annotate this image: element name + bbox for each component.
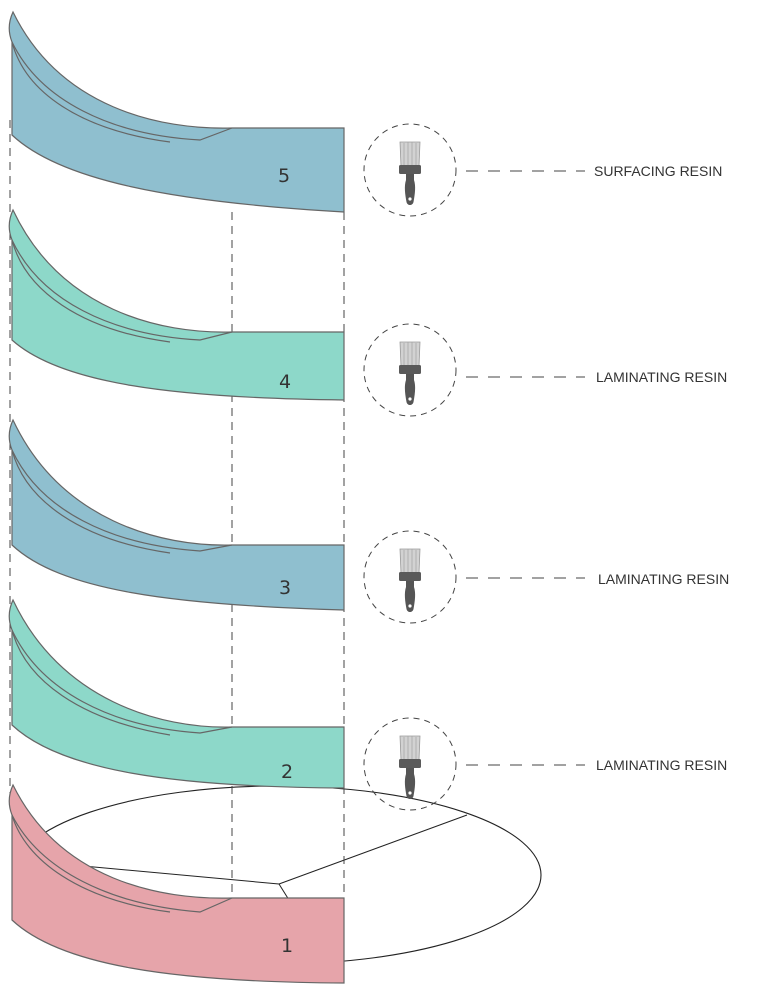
paintbrush-icon: [398, 735, 422, 800]
paintbrush-icon: [398, 341, 422, 406]
layer-2: 2: [8, 598, 345, 789]
callout-label: LAMINATING RESIN: [596, 757, 727, 773]
callout-label: LAMINATING RESIN: [598, 571, 729, 587]
layer-number: 1: [281, 935, 293, 957]
layer-5: 5: [8, 10, 345, 213]
callout-layer-2: LAMINATING RESIN: [363, 717, 727, 811]
callout-layer-5: SURFACING RESIN: [363, 123, 722, 217]
callout-label: SURFACING RESIN: [594, 163, 722, 179]
paintbrush-icon: [398, 548, 422, 613]
layer-1: 1: [8, 783, 345, 984]
layer-number: 2: [281, 761, 293, 783]
layer-number: 4: [279, 371, 291, 393]
layer-3: 3: [8, 418, 345, 611]
paintbrush-icon: [398, 141, 422, 206]
callout-label: LAMINATING RESIN: [596, 369, 727, 385]
layer-number: 5: [278, 165, 290, 187]
layer-4: 4: [8, 208, 345, 401]
callout-layer-3: LAMINATING RESIN: [363, 530, 729, 624]
layer-number: 3: [279, 577, 291, 599]
callout-layer-4: LAMINATING RESIN: [363, 323, 727, 417]
